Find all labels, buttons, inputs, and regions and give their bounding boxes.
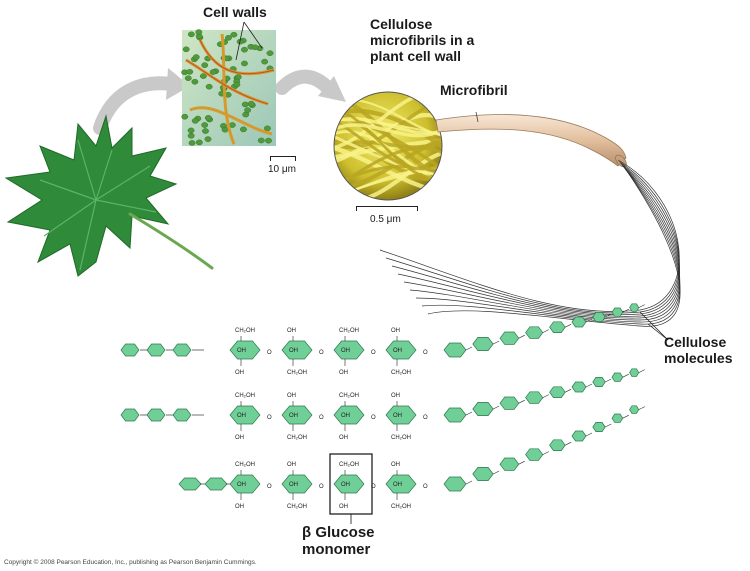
svg-text:CH₂OH: CH₂OH bbox=[339, 462, 359, 468]
svg-text:CH₂OH: CH₂OH bbox=[287, 504, 307, 510]
svg-text:OH: OH bbox=[237, 482, 246, 488]
svg-text:O: O bbox=[267, 484, 272, 490]
svg-text:OH: OH bbox=[237, 348, 246, 354]
cellulose-strands bbox=[379, 159, 681, 327]
svg-text:O: O bbox=[267, 415, 272, 421]
svg-text:OH: OH bbox=[341, 482, 350, 488]
svg-text:OH: OH bbox=[235, 370, 244, 376]
svg-text:O: O bbox=[371, 484, 376, 490]
cell-walls-micrograph bbox=[181, 29, 276, 146]
svg-text:CH₂OH: CH₂OH bbox=[235, 328, 255, 334]
svg-text:O: O bbox=[371, 350, 376, 356]
cellulose-microfibrils-label: Cellulose microfibrils in a plant cell w… bbox=[370, 16, 475, 64]
svg-text:OH: OH bbox=[235, 504, 244, 510]
svg-text:O: O bbox=[423, 350, 428, 356]
svg-text:OH: OH bbox=[393, 413, 402, 419]
svg-text:OH: OH bbox=[289, 348, 298, 354]
scale-label-10um: 10 μm bbox=[268, 164, 296, 175]
svg-text:CH₂OH: CH₂OH bbox=[235, 393, 255, 399]
svg-text:OH: OH bbox=[339, 504, 348, 510]
svg-text:OH: OH bbox=[237, 413, 246, 419]
svg-text:OH: OH bbox=[391, 462, 400, 468]
svg-text:CH₂OH: CH₂OH bbox=[339, 393, 359, 399]
copyright-notice: Copyright © 2008 Pearson Education, Inc.… bbox=[4, 559, 257, 566]
scale-bar-05um bbox=[356, 206, 418, 211]
svg-text:O: O bbox=[319, 350, 324, 356]
cellulose-chain: OH CH₂OH OH O OH OH CH₂OH O OH CH₂OH OH O OH OH CH₂OH O bbox=[120, 368, 645, 441]
svg-text:CH₂OH: CH₂OH bbox=[391, 370, 411, 376]
maple-leaf bbox=[4, 114, 214, 277]
svg-text:OH: OH bbox=[393, 482, 402, 488]
svg-text:OH: OH bbox=[287, 393, 296, 399]
svg-text:O: O bbox=[267, 350, 272, 356]
svg-text:OH: OH bbox=[393, 348, 402, 354]
cellulose-chain: OH CH₂OH OH O OH OH CH₂OH O OH CH₂OH OH O OH OH CH₂OH O bbox=[178, 405, 645, 510]
svg-text:OH: OH bbox=[341, 348, 350, 354]
svg-text:CH₂OH: CH₂OH bbox=[391, 504, 411, 510]
cellulose-molecules-label: Cellulose molecules bbox=[664, 334, 733, 366]
svg-text:CH₂OH: CH₂OH bbox=[287, 435, 307, 441]
svg-text:OH: OH bbox=[339, 370, 348, 376]
cellulose-chain: OH CH₂OH OH O OH OH CH₂OH O OH CH₂OH OH O OH OH CH₂OH O bbox=[120, 303, 645, 376]
svg-text:OH: OH bbox=[391, 328, 400, 334]
svg-text:O: O bbox=[423, 415, 428, 421]
svg-text:CH₂OH: CH₂OH bbox=[339, 328, 359, 334]
arrow-leaf-to-cells bbox=[93, 76, 179, 135]
cell-walls-label: Cell walls bbox=[203, 4, 267, 20]
svg-text:OH: OH bbox=[289, 413, 298, 419]
svg-text:OH: OH bbox=[287, 462, 296, 468]
svg-text:CH₂OH: CH₂OH bbox=[235, 462, 255, 468]
microfibril-label: Microfibril bbox=[440, 82, 508, 98]
svg-text:OH: OH bbox=[235, 435, 244, 441]
svg-text:OH: OH bbox=[287, 328, 296, 334]
arrow-cells-to-micrograph bbox=[275, 69, 335, 95]
svg-text:OH: OH bbox=[341, 413, 350, 419]
microfibril-tube bbox=[435, 111, 627, 168]
beta-glucose-label: β Glucose monomer bbox=[302, 524, 375, 558]
svg-text:O: O bbox=[319, 415, 324, 421]
scale-bar-10um bbox=[270, 156, 296, 161]
cell-walls-leader bbox=[235, 21, 245, 61]
scale-label-05um: 0.5 μm bbox=[370, 214, 401, 225]
svg-text:O: O bbox=[371, 415, 376, 421]
svg-text:OH: OH bbox=[391, 393, 400, 399]
microfibril-micrograph bbox=[333, 91, 443, 201]
svg-text:O: O bbox=[319, 484, 324, 490]
svg-text:OH: OH bbox=[339, 435, 348, 441]
svg-text:O: O bbox=[423, 484, 428, 490]
svg-text:CH₂OH: CH₂OH bbox=[287, 370, 307, 376]
svg-text:OH: OH bbox=[289, 482, 298, 488]
svg-text:CH₂OH: CH₂OH bbox=[391, 435, 411, 441]
